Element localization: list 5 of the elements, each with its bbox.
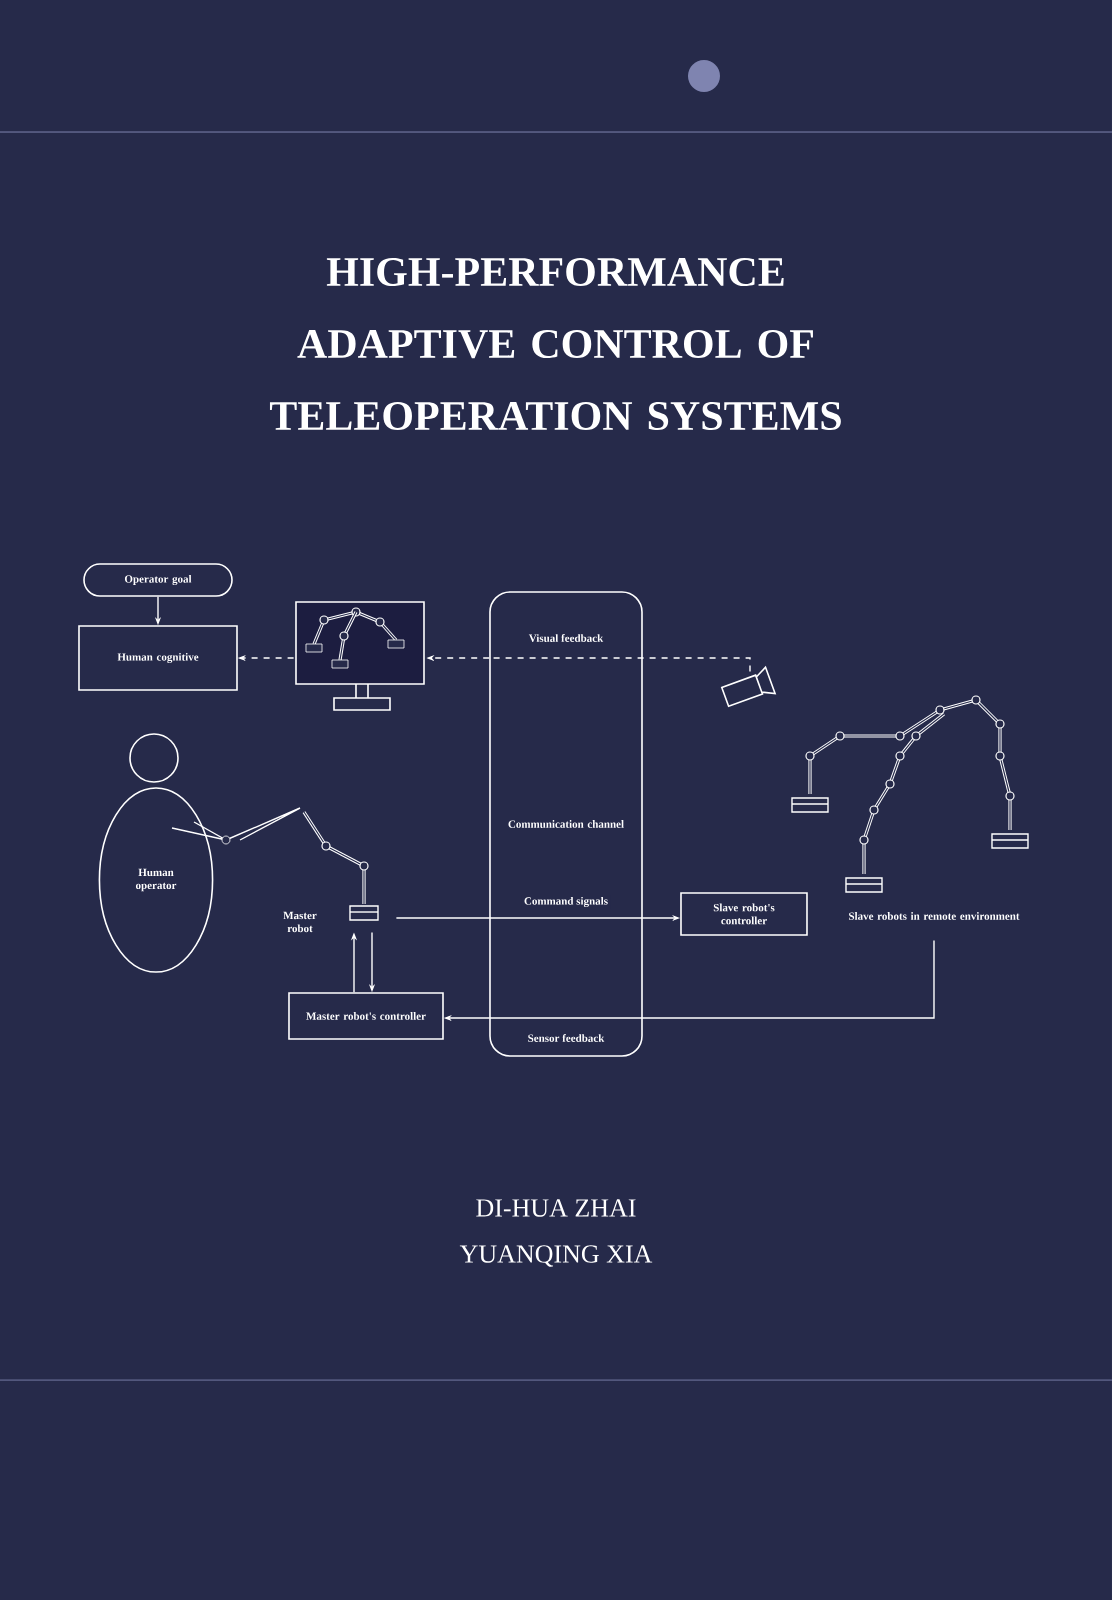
camera-drawing: [721, 665, 777, 708]
monitor-drawing: [295, 601, 425, 711]
author-name: YUANQING XIA: [459, 1245, 653, 1267]
title: HIGH-PERFORMANCE ADAPTIVE CONTROL OF TELEOPERATION SYSTEMS: [269, 257, 841, 431]
author-name: DI-HUA ZHAI: [476, 1199, 636, 1217]
